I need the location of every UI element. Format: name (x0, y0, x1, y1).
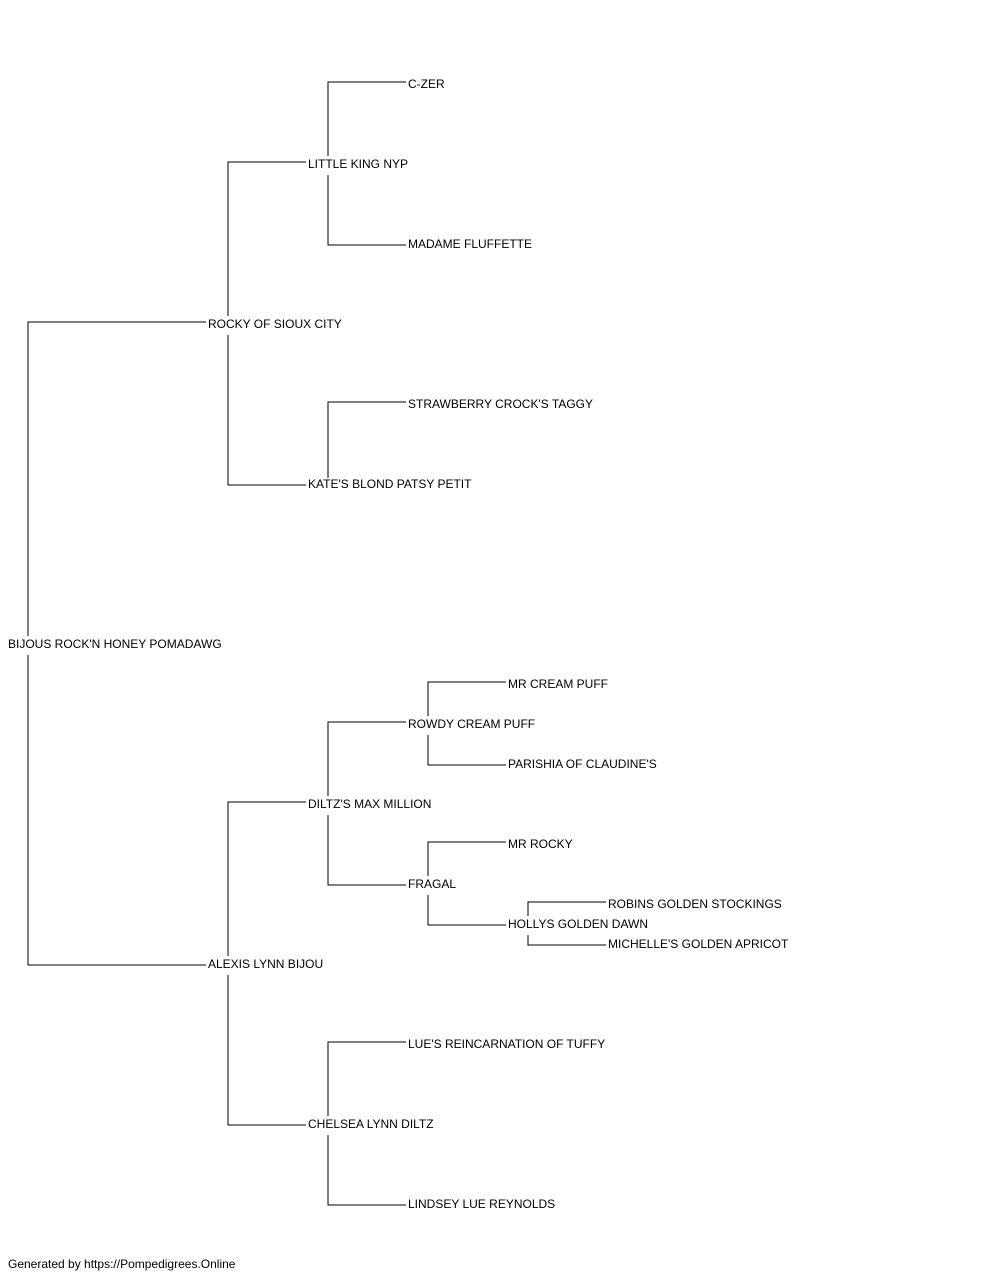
connector-alexis-dam (227, 975, 306, 1126)
dog-labels: BIJOUS ROCK'N HONEY POMADAWG ROCKY OF SI… (8, 77, 789, 1211)
sire-name: ROCKY OF SIOUX CITY (208, 317, 342, 331)
dam-sire-dam-name: FRAGAL (408, 877, 456, 891)
sire-sire-name: LITTLE KING NYP (308, 157, 408, 171)
sire-sire-sire-name: C-ZER (408, 77, 445, 91)
connector-hollys-sire (527, 901, 606, 916)
generated-by-footer: Generated by https://Pompedigrees.Online (8, 1257, 236, 1271)
connector-littleking-sire (327, 81, 406, 156)
connector-hollys-dam (527, 935, 606, 946)
connector-fragal-sire (427, 841, 506, 876)
dam-sire-dam-dam-sire-name: ROBINS GOLDEN STOCKINGS (608, 897, 782, 911)
connector-rowdy-sire (427, 681, 506, 716)
dam-dam-dam-name: LINDSEY LUE REYNOLDS (408, 1197, 555, 1211)
connector-fragal-dam (427, 895, 506, 926)
connector-lines (27, 81, 606, 1206)
connector-rowdy-dam (427, 735, 506, 766)
subject-name: BIJOUS ROCK'N HONEY POMADAWG (8, 637, 222, 651)
dam-dam-sire-name: LUE'S REINCARNATION OF TUFFY (408, 1037, 605, 1051)
connector-rocky-sire (227, 161, 306, 316)
dam-sire-dam-dam-name: HOLLYS GOLDEN DAWN (508, 917, 648, 931)
sire-dam-name: KATE'S BLOND PATSY PETIT (308, 477, 472, 491)
sire-dam-sire-name: STRAWBERRY CROCK'S TAGGY (408, 397, 593, 411)
connector-diltz-dam (327, 815, 406, 886)
connector-chelsea-sire (327, 1041, 406, 1116)
connector-diltz-sire (327, 721, 406, 796)
connector-subject-sire (27, 321, 206, 636)
dam-sire-sire-name: ROWDY CREAM PUFF (408, 717, 535, 731)
connector-chelsea-dam (327, 1135, 406, 1206)
sire-sire-dam-name: MADAME FLUFFETTE (408, 237, 532, 251)
dam-sire-sire-dam-name: PARISHIA OF CLAUDINE'S (508, 757, 657, 771)
dam-sire-sire-sire-name: MR CREAM PUFF (508, 677, 608, 691)
connector-rocky-dam (227, 335, 306, 486)
connector-littleking-dam (327, 175, 406, 246)
connector-kates-sire (327, 401, 406, 478)
connector-subject-dam (27, 655, 206, 966)
connector-alexis-sire (227, 801, 306, 956)
dam-sire-name: DILTZ'S MAX MILLION (308, 797, 431, 811)
dam-sire-dam-dam-dam-name: MICHELLE'S GOLDEN APRICOT (608, 937, 789, 951)
dam-sire-dam-sire-name: MR ROCKY (508, 837, 573, 851)
dam-dam-name: CHELSEA LYNN DILTZ (308, 1117, 434, 1131)
dam-name: ALEXIS LYNN BIJOU (208, 957, 323, 971)
